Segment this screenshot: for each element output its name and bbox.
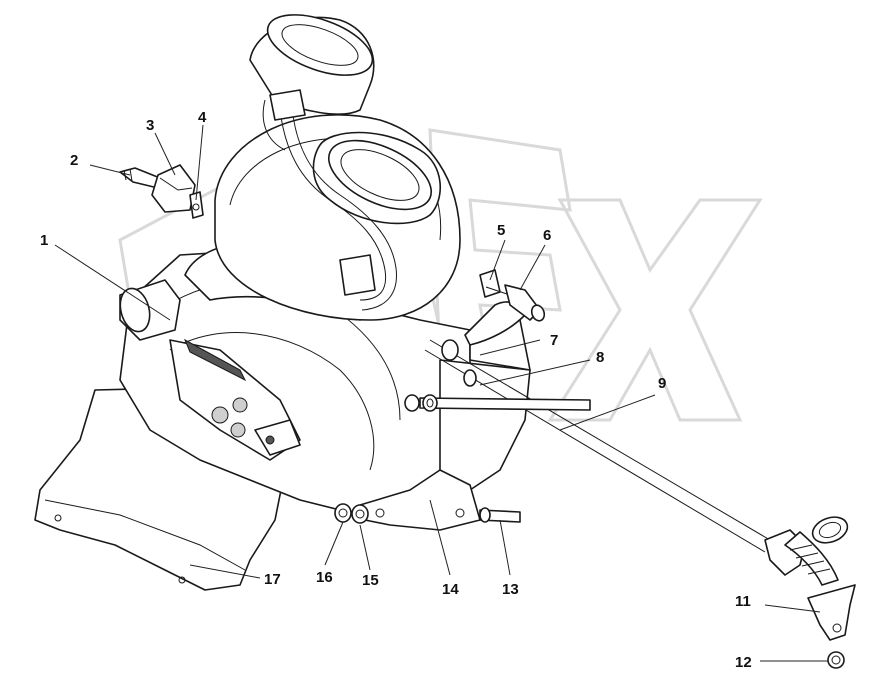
label-15: 15 [362, 572, 379, 589]
part-11-bracket [807, 584, 856, 641]
part-12-nut [827, 651, 845, 669]
label-7: 7 [550, 332, 558, 349]
part-7-8-fittings [441, 339, 477, 387]
part-2-bolt [119, 167, 161, 189]
actuator-bracket [169, 339, 301, 461]
label-11: 11 [735, 593, 751, 610]
part-13-stud [479, 507, 521, 523]
oil-feed-line [269, 89, 397, 311]
label-9: 9 [658, 375, 666, 392]
part-labels: 1 2 3 4 5 6 7 8 9 11 12 13 14 15 16 17 [40, 109, 752, 671]
label-14: 14 [442, 581, 459, 598]
part-6-fitting [504, 284, 546, 322]
label-2: 2 [70, 152, 78, 169]
label-4: 4 [198, 109, 207, 126]
compressor-housing [214, 14, 461, 321]
part-5-bolt [479, 269, 511, 298]
part-1-connector [119, 279, 247, 382]
label-5: 5 [497, 222, 505, 239]
label-16: 16 [316, 569, 333, 586]
label-17: 17 [264, 571, 281, 588]
label-12: 12 [735, 654, 752, 671]
label-3: 3 [146, 117, 154, 134]
label-8: 8 [596, 349, 604, 366]
drain-pipe [424, 301, 849, 586]
part-3-block [151, 164, 196, 213]
long-stud [404, 394, 591, 412]
label-13: 13 [502, 581, 519, 598]
part-15-16-nuts [334, 503, 369, 524]
leader-lines [54, 124, 828, 662]
label-6: 6 [543, 227, 551, 244]
label-1: 1 [40, 232, 48, 249]
